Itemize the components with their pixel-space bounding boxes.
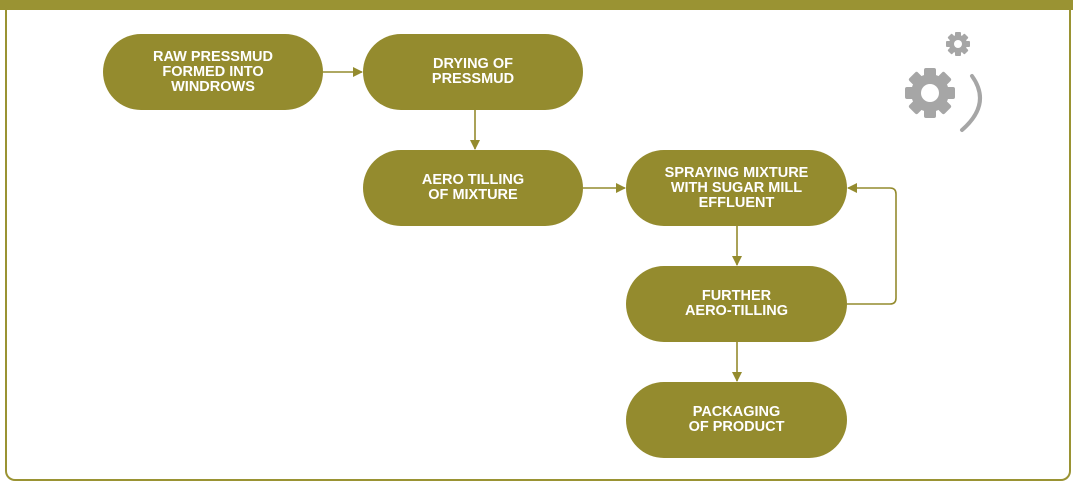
node-drying-of-pressmud: DRYING OF PRESSMUD <box>363 34 583 110</box>
small-gear-icon <box>946 32 970 56</box>
rotation-arc-icon <box>960 74 982 132</box>
node-label: PACKAGING OF PRODUCT <box>689 405 785 435</box>
diagram-frame <box>5 0 1071 481</box>
node-label: AERO TILLING OF MIXTURE <box>422 173 524 203</box>
node-label-line: WITH SUGAR MILL <box>670 179 803 196</box>
gears-icon <box>905 32 982 132</box>
node-label-line: SPRAYING MIXTURE <box>664 164 809 181</box>
node-spraying-mixture: SPRAYING MIXTURE WITH SUGAR MILL EFFLUEN… <box>626 150 847 226</box>
node-further-aero-tilling: FURTHER AERO-TILLING <box>626 266 847 342</box>
node-label-line: AERO-TILLING <box>684 303 789 319</box>
node-label: RAW PRESSMUD FORMED INTO WINDROWS <box>152 48 274 95</box>
node-label-line: AERO TILLING <box>421 172 525 188</box>
node-label: FURTHER AERO-TILLING <box>685 289 788 319</box>
node-aero-tilling: AERO TILLING OF MIXTURE <box>363 150 583 226</box>
node-label-line: RAW PRESSMUD <box>152 48 274 65</box>
node-label-line: FURTHER <box>701 288 772 304</box>
node-raw-pressmud: RAW PRESSMUD FORMED INTO WINDROWS <box>103 34 323 110</box>
node-label-line: PRESSMUD <box>431 71 515 87</box>
header-bar <box>0 0 1073 10</box>
node-label-line: WINDROWS <box>171 78 255 95</box>
node-packaging-of-product: PACKAGING OF PRODUCT <box>626 382 847 458</box>
node-label-line: PACKAGING <box>692 404 781 420</box>
large-gear-icon <box>905 68 955 118</box>
node-label: DRYING OF PRESSMUD <box>432 57 514 87</box>
node-label-line: DRYING OF <box>432 56 514 72</box>
node-label-line: EFFLUENT <box>698 194 775 211</box>
node-label: SPRAYING MIXTURE WITH SUGAR MILL EFFLUEN… <box>664 164 809 211</box>
node-label-line: OF MIXTURE <box>428 187 518 203</box>
node-label-line: OF PRODUCT <box>688 419 785 435</box>
node-label-line: FORMED INTO <box>162 63 264 80</box>
